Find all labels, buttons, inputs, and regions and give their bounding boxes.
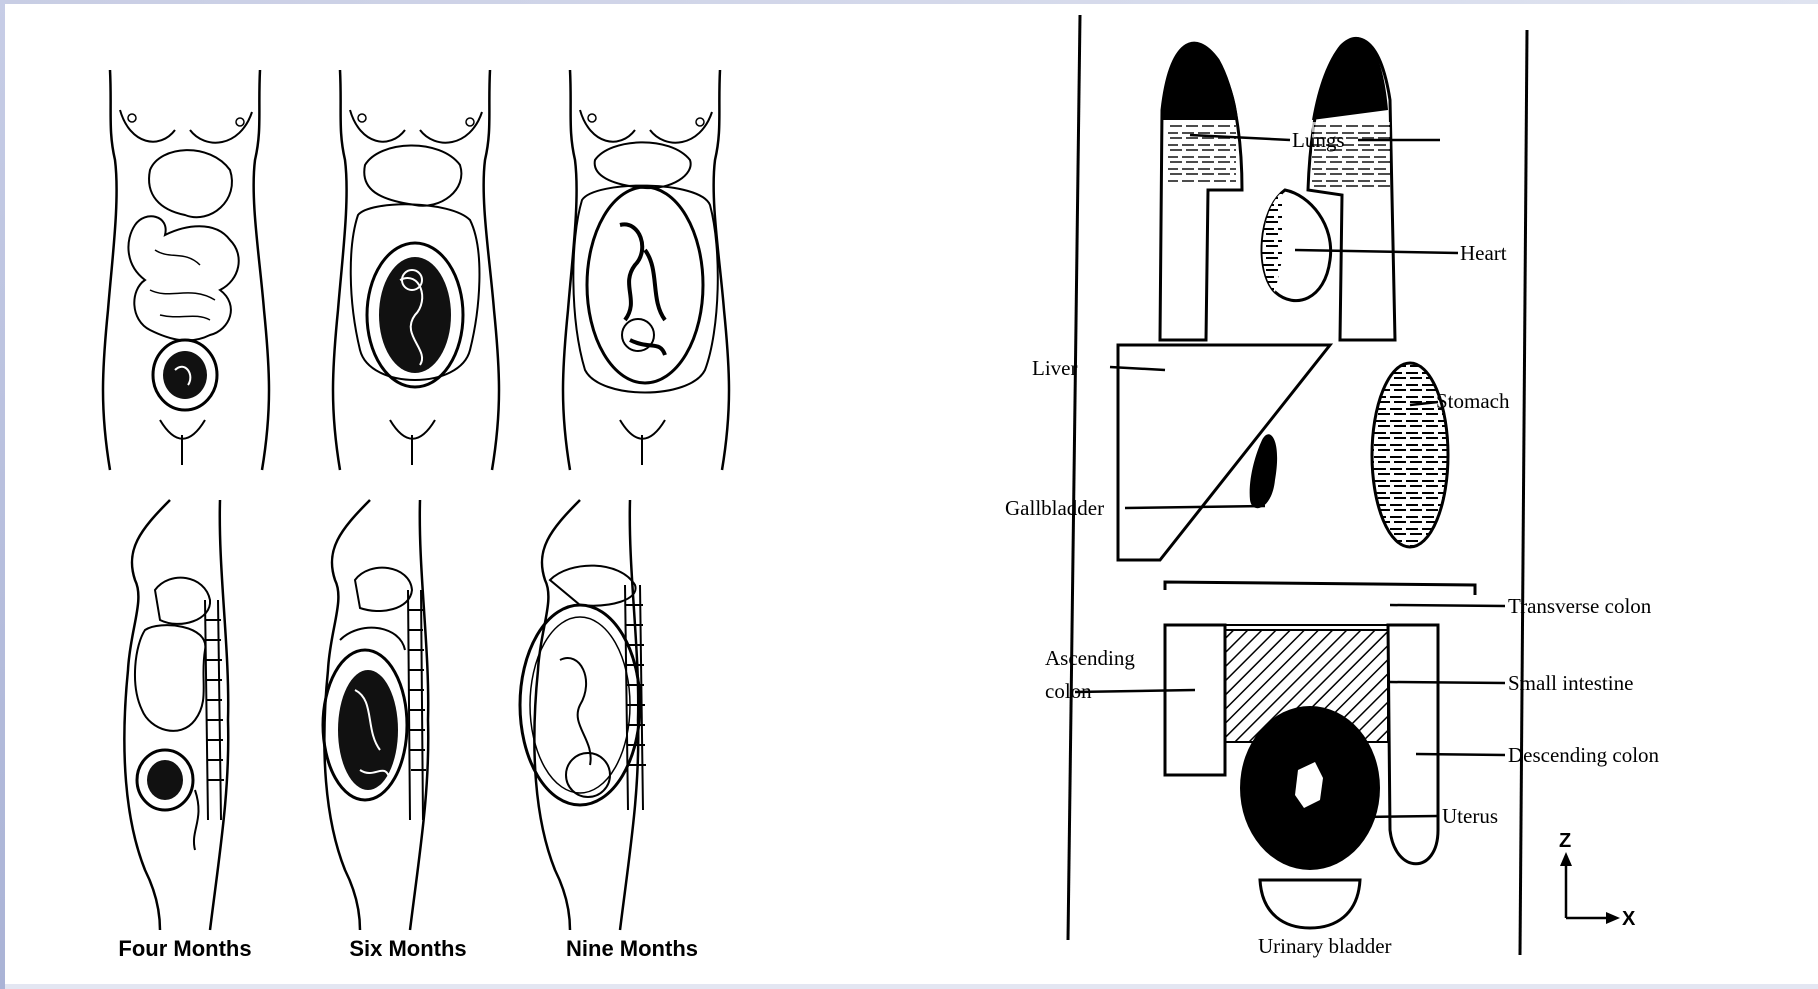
side-view-nine-months xyxy=(520,500,646,930)
caption-six-months: Six Months xyxy=(349,936,466,961)
side-view-six-months xyxy=(323,500,428,930)
label-uterus: Uterus xyxy=(1442,804,1498,828)
left-border xyxy=(0,0,5,989)
transverse-colon xyxy=(1165,582,1475,595)
axis-indicator: Z X xyxy=(1559,830,1636,930)
label-lungs: Lungs xyxy=(1292,128,1345,152)
uterus-leader xyxy=(1362,816,1438,817)
front-view-six-months xyxy=(333,70,499,470)
heart xyxy=(1262,190,1331,301)
label-urinary-bladder: Urinary bladder xyxy=(1258,934,1392,958)
label-gallbladder: Gallbladder xyxy=(1005,496,1104,520)
pregnancy-stages-illustration: Four Months Six Months Nine Months xyxy=(90,30,790,980)
left-lung xyxy=(1160,43,1242,340)
urinary-bladder xyxy=(1260,880,1360,928)
descending-colon xyxy=(1388,625,1438,864)
front-view-nine-months xyxy=(563,70,729,470)
label-heart: Heart xyxy=(1460,241,1507,265)
right-lung xyxy=(1308,37,1395,340)
label-descending-colon: Descending colon xyxy=(1508,743,1660,767)
body-left-outline xyxy=(1068,15,1080,940)
caption-four-months: Four Months xyxy=(118,936,251,961)
label-ascending-colon-line1: Ascending xyxy=(1045,646,1135,670)
axis-z-label: Z xyxy=(1559,830,1571,852)
descending-colon-leader xyxy=(1416,754,1505,755)
label-small-intestine: Small intestine xyxy=(1508,671,1633,695)
gallbladder xyxy=(1250,434,1277,508)
axis-x-label: X xyxy=(1622,908,1636,930)
small-intestine-leader xyxy=(1390,682,1505,683)
top-border xyxy=(0,0,1818,4)
uterus xyxy=(1240,706,1380,870)
side-view-four-months xyxy=(124,500,228,930)
label-liver: Liver xyxy=(1032,356,1077,380)
body-right-outline xyxy=(1520,30,1527,955)
ascending-colon xyxy=(1165,625,1225,775)
label-stomach: Stomach xyxy=(1436,389,1510,413)
front-view-four-months xyxy=(103,70,269,470)
bottom-border xyxy=(5,984,1818,989)
label-ascending-colon-line2: colon xyxy=(1045,679,1092,703)
label-transverse-colon: Transverse colon xyxy=(1508,594,1652,618)
caption-nine-months: Nine Months xyxy=(566,936,698,961)
transverse-colon-leader xyxy=(1390,605,1505,606)
liver xyxy=(1118,345,1330,560)
phantom-organ-model: Lungs Heart Liver Stomach Gallbladder Tr… xyxy=(990,10,1780,970)
